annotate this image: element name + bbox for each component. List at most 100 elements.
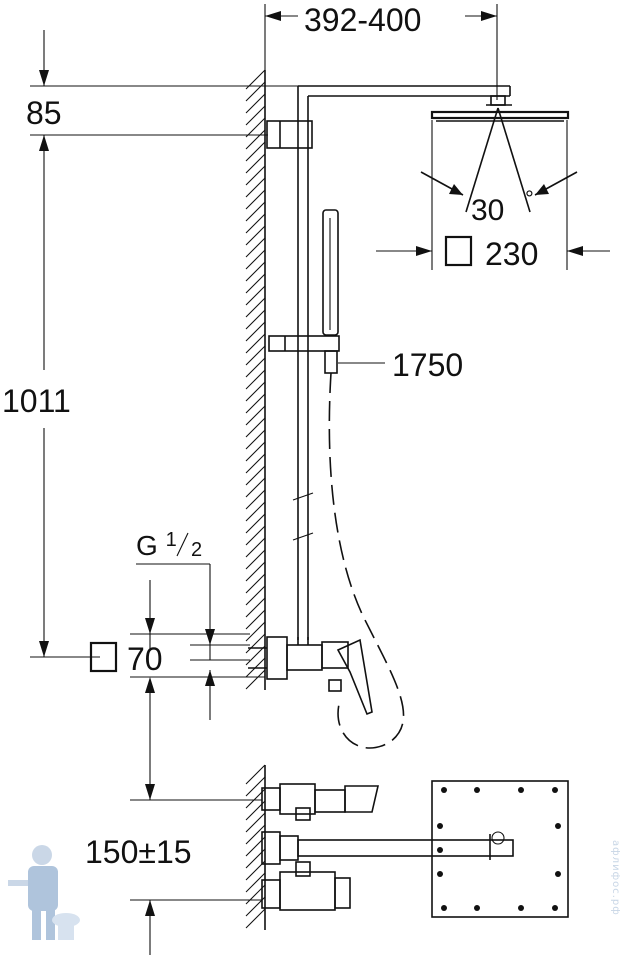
hatch-line xyxy=(245,477,266,498)
hatch-line xyxy=(245,357,266,378)
hatch-line xyxy=(245,309,266,330)
hatch-line xyxy=(245,285,266,306)
thread-numerator: 1 xyxy=(166,529,177,551)
inlet-square-label: 70 xyxy=(127,641,163,677)
hatch-line xyxy=(245,333,266,354)
concealed-plate xyxy=(431,780,569,918)
hatch-line xyxy=(245,561,266,582)
hatch-line xyxy=(245,776,266,797)
hatch-line xyxy=(245,225,266,246)
lower-mixer xyxy=(261,783,514,911)
hatch-line xyxy=(245,369,266,390)
plate-dot xyxy=(555,823,561,829)
plate-dot xyxy=(441,905,447,911)
hatch-line xyxy=(245,812,266,833)
plate-dot xyxy=(555,871,561,877)
square-symbol-icon xyxy=(444,235,473,267)
shower-riser xyxy=(266,85,511,640)
arm-projection-label: 392-400 xyxy=(304,2,421,38)
plate-dot xyxy=(552,787,558,793)
plate-screw-dots xyxy=(437,787,561,911)
hatch-line xyxy=(245,489,266,510)
hatch-line xyxy=(245,417,266,438)
height-dimensions xyxy=(30,30,298,658)
hatch-line xyxy=(245,273,266,294)
hatch-line xyxy=(245,621,266,642)
hatch-line xyxy=(245,141,266,162)
hatch-line xyxy=(245,213,266,234)
hatch-line xyxy=(245,465,266,486)
hatch-line xyxy=(245,381,266,402)
hatch-line xyxy=(245,237,266,258)
head-angle-label: 30 xyxy=(471,194,504,227)
plumber-logo-icon xyxy=(8,845,80,940)
hatch-line xyxy=(245,525,266,546)
upper-wall-hatching xyxy=(245,69,266,690)
hatch-line xyxy=(245,501,266,522)
hatch-line xyxy=(245,105,266,126)
thread-denominator: 2 xyxy=(191,539,202,561)
watermark-text: афлифос.рф xyxy=(610,840,621,916)
head-size-dimension xyxy=(376,235,610,267)
hatch-line xyxy=(245,117,266,138)
upper-wall xyxy=(245,69,266,690)
degree-symbol: ° xyxy=(525,186,534,211)
plate-dot xyxy=(474,905,480,911)
thread-base: G xyxy=(136,530,158,561)
hatch-line xyxy=(245,573,266,594)
arm-projection-dimension xyxy=(264,4,498,100)
thread-label: G 1 xyxy=(136,529,177,561)
upper-mixer xyxy=(248,636,373,716)
hatch-line xyxy=(245,189,266,210)
hatch-line xyxy=(245,513,266,534)
hatch-line xyxy=(245,429,266,450)
inlet-spacing-label: 150±15 xyxy=(85,834,192,870)
hatch-line xyxy=(245,908,266,929)
plate-dot xyxy=(437,847,443,853)
hatch-line xyxy=(245,824,266,845)
hatch-line xyxy=(245,585,266,606)
hatch-line xyxy=(245,177,266,198)
inlet-dimensions xyxy=(89,563,265,720)
plate-dot xyxy=(437,823,443,829)
hatch-line xyxy=(245,633,266,654)
plate-dot xyxy=(437,871,443,877)
hatch-line xyxy=(245,597,266,618)
hatch-line xyxy=(245,645,266,666)
hatch-line xyxy=(245,872,266,893)
hatch-line xyxy=(245,321,266,342)
hatch-line xyxy=(245,453,266,474)
hatch-line xyxy=(245,129,266,150)
hatch-line xyxy=(245,669,266,690)
inlet-square-symbol-icon xyxy=(89,641,118,673)
hatch-line xyxy=(245,201,266,222)
hatch-line xyxy=(245,764,266,785)
hatch-line xyxy=(245,165,266,186)
hatch-line xyxy=(245,537,266,558)
head-shower xyxy=(420,95,578,270)
plate-dot xyxy=(474,787,480,793)
plate-dot xyxy=(518,787,524,793)
inlet-spacing-dimension xyxy=(130,677,262,955)
hatch-line xyxy=(245,249,266,270)
hatch-line xyxy=(245,81,266,102)
head-size-label: 230 xyxy=(485,236,538,272)
hose-length-label: 1750 xyxy=(392,347,463,383)
hatch-line xyxy=(245,297,266,318)
hatch-line xyxy=(245,405,266,426)
hatch-line xyxy=(245,393,266,414)
head-angle-value: 30 xyxy=(471,194,504,227)
hatch-line xyxy=(245,549,266,570)
hatch-line xyxy=(245,153,266,174)
hatch-line xyxy=(245,261,266,282)
hand-shower xyxy=(268,209,405,749)
plate-dot xyxy=(441,787,447,793)
rail-height-label: 1011 xyxy=(2,383,71,419)
hatch-line xyxy=(245,441,266,462)
hatch-line xyxy=(245,93,266,114)
hatch-line xyxy=(245,345,266,366)
plate-dot xyxy=(518,905,524,911)
hatch-line xyxy=(245,609,266,630)
plate-dot xyxy=(552,905,558,911)
